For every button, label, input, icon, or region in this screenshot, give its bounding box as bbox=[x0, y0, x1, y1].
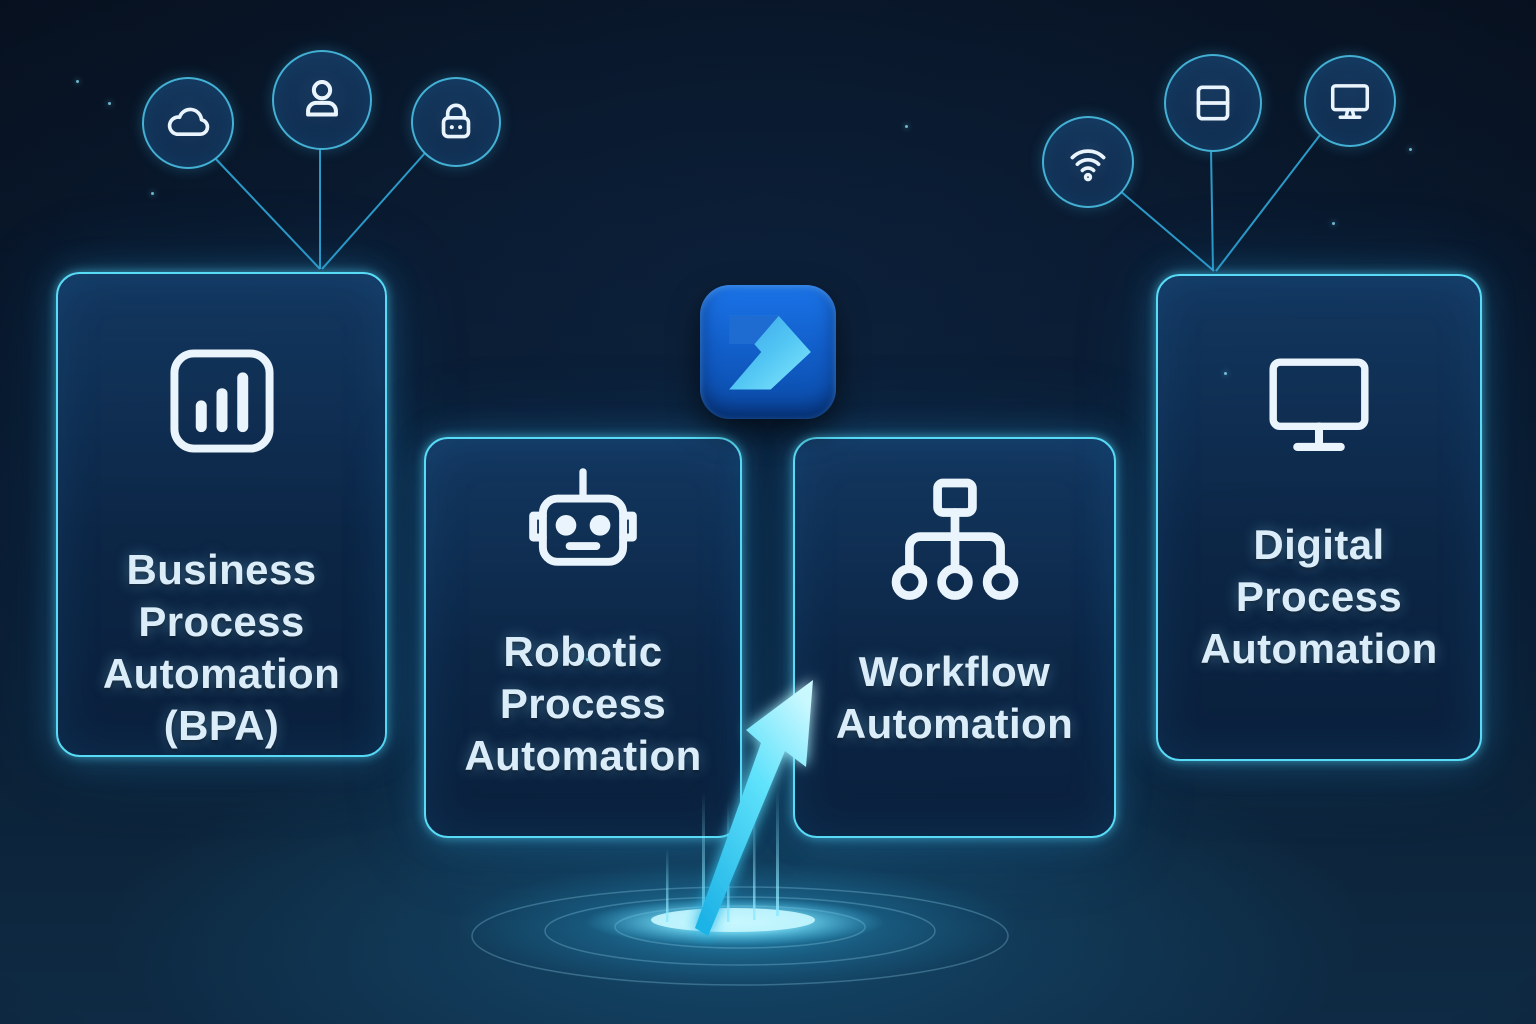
star-speck bbox=[1224, 372, 1227, 375]
wifi-bubble bbox=[1042, 116, 1134, 208]
user-bubble bbox=[272, 50, 372, 150]
robot-icon bbox=[510, 467, 656, 596]
card-label: Workflow Automation bbox=[836, 646, 1073, 750]
cloud-icon bbox=[160, 95, 216, 151]
label-line: Automation bbox=[464, 732, 702, 779]
card-robotic-process-automation: Robotic Process Automation bbox=[424, 437, 742, 838]
label-line: Workflow bbox=[858, 648, 1051, 695]
monitor-icon bbox=[1323, 74, 1377, 128]
label-line: (BPA) bbox=[163, 702, 280, 749]
card-label: Robotic Process Automation bbox=[464, 626, 701, 782]
flow-arrow-glyph bbox=[729, 315, 811, 390]
label-line: Business bbox=[126, 546, 317, 593]
label-line: Automation bbox=[102, 650, 341, 697]
user-icon bbox=[293, 71, 351, 129]
card-workflow-automation: Workflow Automation bbox=[793, 437, 1116, 838]
star-speck bbox=[151, 192, 154, 195]
label-line: Automation bbox=[1200, 625, 1438, 672]
wifi-icon bbox=[1060, 134, 1116, 190]
card-business-process-automation: Business Process Automation (BPA) bbox=[56, 272, 387, 757]
star-speck bbox=[1332, 222, 1335, 225]
card-label: Digital Process Automation bbox=[1200, 519, 1437, 675]
label-line: Automation bbox=[835, 700, 1074, 747]
power-automate-app-icon bbox=[700, 285, 836, 419]
window-bubble bbox=[1164, 54, 1262, 152]
window-icon bbox=[1185, 75, 1241, 131]
star-speck bbox=[1409, 148, 1412, 151]
label-line: Digital bbox=[1253, 521, 1385, 568]
cloud-bubble bbox=[142, 77, 234, 169]
card-digital-process-automation: Digital Process Automation bbox=[1156, 274, 1482, 761]
lock-bubble bbox=[411, 77, 501, 167]
card-label: Business Process Automation (BPA) bbox=[103, 544, 340, 752]
bar-chart-icon bbox=[161, 340, 283, 467]
star-speck bbox=[108, 102, 111, 105]
monitor-bubble bbox=[1304, 55, 1396, 147]
lock-icon bbox=[430, 96, 482, 148]
star-speck bbox=[905, 125, 908, 128]
star-speck bbox=[76, 80, 79, 83]
star-speck bbox=[586, 658, 589, 661]
label-line: Robotic bbox=[503, 628, 663, 675]
label-line: Process bbox=[138, 598, 305, 645]
label-line: Process bbox=[1235, 573, 1403, 620]
flow-hierarchy-icon bbox=[888, 475, 1022, 622]
label-line: Process bbox=[499, 680, 667, 727]
glow-pool bbox=[457, 861, 1017, 989]
ripple-rings bbox=[471, 886, 1009, 986]
monitor-icon bbox=[1256, 350, 1382, 471]
